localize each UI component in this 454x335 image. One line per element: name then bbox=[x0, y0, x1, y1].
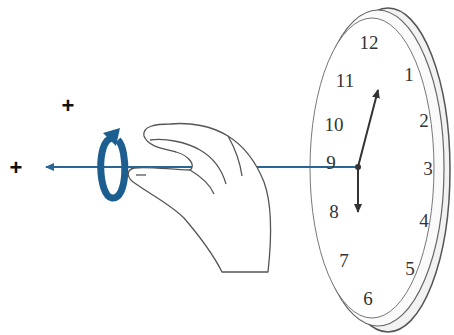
clock-numeral: 4 bbox=[419, 211, 429, 230]
sign-label: + bbox=[10, 157, 23, 179]
clock-numeral: 6 bbox=[363, 289, 373, 308]
clock-numeral: 7 bbox=[339, 251, 349, 270]
clock-numeral: 9 bbox=[326, 153, 336, 172]
clock-numeral: 5 bbox=[405, 259, 415, 278]
clock-numeral: 11 bbox=[336, 71, 354, 90]
rotation-arrow bbox=[101, 128, 125, 198]
clock-numeral: 1 bbox=[404, 65, 414, 84]
hand-illustration bbox=[128, 124, 270, 273]
clock-numeral: 8 bbox=[329, 202, 339, 221]
clock-numeral: 10 bbox=[325, 115, 344, 134]
clock-numeral: 12 bbox=[360, 33, 379, 52]
clock-numeral: 3 bbox=[423, 159, 433, 178]
clock-numeral: 2 bbox=[419, 111, 429, 130]
clock bbox=[310, 8, 450, 332]
sign-label: + bbox=[62, 95, 75, 117]
